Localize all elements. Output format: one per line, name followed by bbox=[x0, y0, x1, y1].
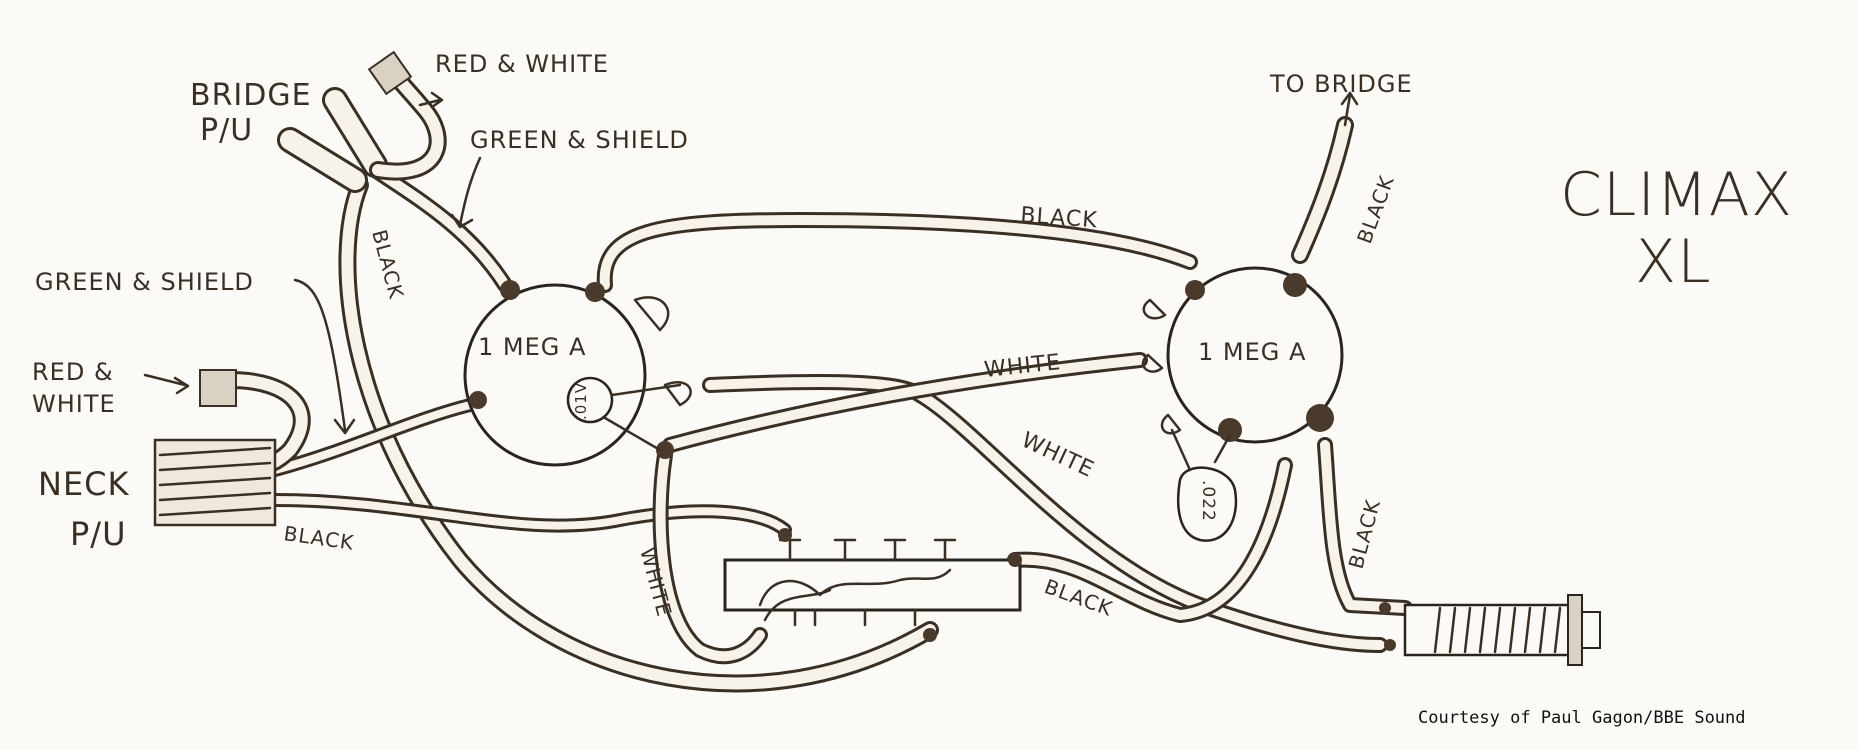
label-red-white-left-1: RED & bbox=[32, 358, 114, 386]
label-neck-pu-1: NECK bbox=[38, 465, 130, 503]
neck-red-white-end bbox=[199, 369, 237, 407]
wire-bridge-black-long bbox=[338, 176, 939, 693]
label-bridge-pu-2: P/U bbox=[200, 113, 253, 148]
pot-left: 1 MEG A .01V bbox=[463, 280, 692, 467]
label-to-bridge: TO BRIDGE bbox=[1269, 70, 1413, 98]
pot-left-label: 1 MEG A bbox=[478, 333, 586, 361]
label-black-top: BLACK bbox=[1020, 203, 1099, 233]
wire-white-mid bbox=[702, 374, 1388, 653]
wire-green-shield-top bbox=[367, 162, 513, 293]
label-white-mid: WHITE bbox=[1017, 428, 1097, 483]
neck-pickup-body bbox=[153, 438, 277, 527]
title-line-2: XL bbox=[1635, 227, 1712, 297]
credit-text: Courtesy of Paul Gagon/BBE Sound bbox=[1418, 708, 1746, 728]
cap-right: .022 bbox=[1170, 428, 1238, 542]
label-black-right-jack: BLACK bbox=[1344, 497, 1385, 572]
pot-right: 1 MEG A .022 bbox=[1141, 266, 1344, 542]
wire-white-cross bbox=[662, 352, 1148, 453]
wire-right-black-jack bbox=[1317, 437, 1413, 616]
cap-left: .01V bbox=[566, 376, 682, 452]
annotation-arrows bbox=[143, 91, 1359, 435]
wire-neck-green-shield bbox=[268, 398, 477, 477]
wire-white-switch bbox=[652, 447, 768, 665]
label-bridge-pu-1: BRIDGE bbox=[190, 78, 312, 113]
label-red-white-left-2: WHITE bbox=[32, 390, 116, 418]
wire-bridge-stub bbox=[277, 87, 388, 193]
wire-neck-black bbox=[268, 493, 792, 537]
title-line-1: CLIMAX bbox=[1560, 160, 1793, 230]
label-black-left-diag: BLACK bbox=[367, 227, 408, 302]
output-jack bbox=[1379, 594, 1601, 666]
label-black-neck: BLACK bbox=[282, 521, 355, 555]
wire-black-top bbox=[596, 212, 1198, 293]
wire-switch-black bbox=[1007, 457, 1293, 623]
label-neck-pu-2: P/U bbox=[70, 515, 127, 553]
pot-right-label: 1 MEG A bbox=[1198, 338, 1306, 366]
label-green-shield-top: GREEN & SHIELD bbox=[470, 126, 689, 154]
label-green-shield-left: GREEN & SHIELD bbox=[35, 268, 254, 296]
wire-to-bridge bbox=[1291, 116, 1354, 264]
wires bbox=[221, 66, 1413, 693]
cap-left-label: .01V bbox=[572, 382, 590, 420]
label-red-white-top: RED & WHITE bbox=[435, 50, 609, 78]
wire-red-white-top bbox=[369, 66, 447, 181]
pickup-switch bbox=[723, 528, 1022, 642]
label-black-right-top: BLACK bbox=[1352, 172, 1399, 247]
bridge-pickup-cable-ends bbox=[367, 50, 413, 96]
cap-right-label: .022 bbox=[1198, 480, 1218, 522]
